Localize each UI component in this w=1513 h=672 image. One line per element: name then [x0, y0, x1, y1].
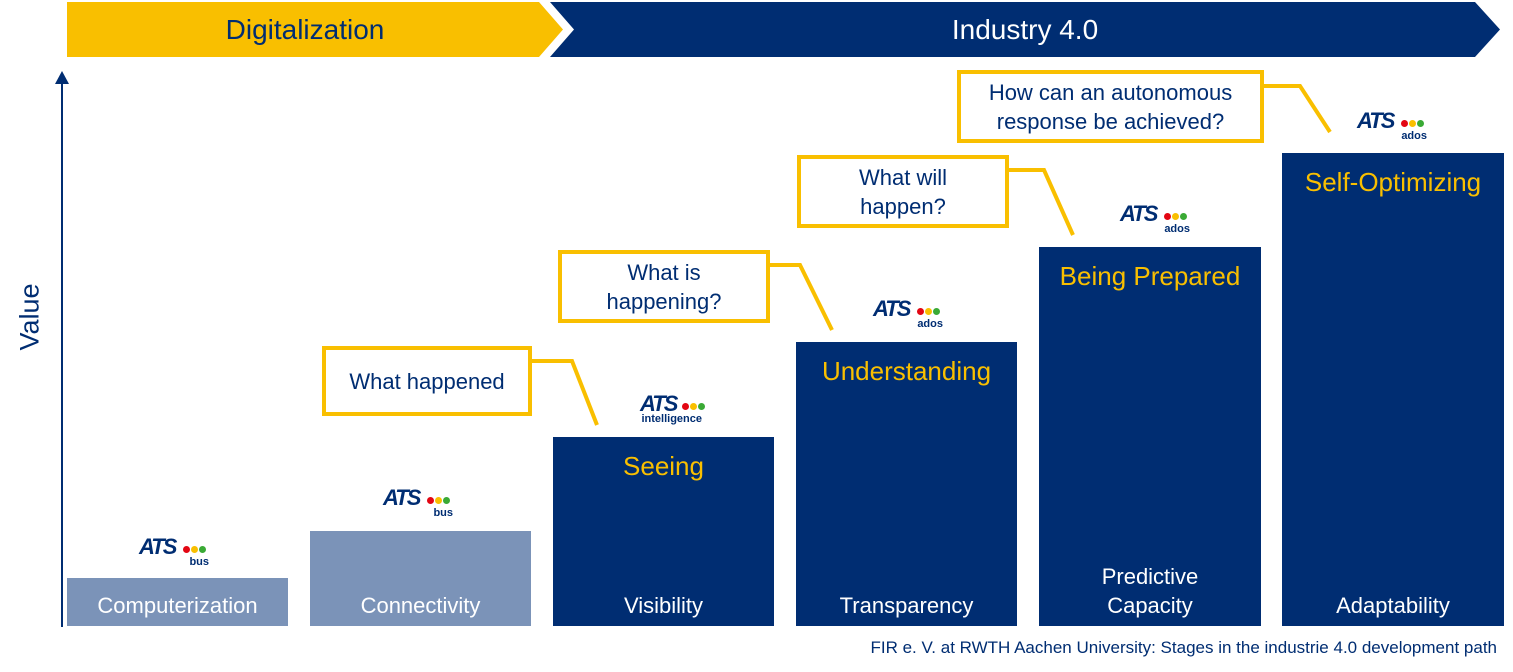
traffic-light-dots-icon	[917, 308, 940, 315]
traffic-light-dots-icon	[1401, 120, 1424, 127]
digitalization-banner: Digitalization	[67, 2, 563, 57]
stage-bar-transparency: Understanding Transparency	[796, 342, 1017, 626]
stage-label-visibility: Visibility	[623, 593, 704, 618]
stage-bar-visibility: Seeing Visibility	[553, 437, 774, 626]
stage-label-predictive-capacity: Predictive Capacity	[1101, 564, 1199, 618]
stage-title-seeing: Seeing	[623, 451, 704, 481]
stage-label-computerization: Computerization	[97, 593, 258, 618]
ats-bus-logo: ATS bus	[139, 536, 209, 572]
logo-subtitle: ados	[1164, 223, 1190, 235]
digitalization-label: Digitalization	[225, 13, 385, 45]
logo-wordmark: ATS	[1120, 201, 1158, 226]
callout-text: What happened	[349, 368, 505, 394]
stage-label-adaptability: Adaptability	[1336, 593, 1450, 618]
leader-line-autonomous	[1263, 84, 1332, 134]
source-caption: FIR e. V. at RWTH Aachen University: Sta…	[870, 638, 1498, 657]
stage-title-understanding: Understanding	[821, 356, 992, 386]
leader-line-what-is-happening	[768, 263, 834, 331]
logo-wordmark: ATS	[139, 534, 177, 559]
ats-intelligence-logo: ATS intelligence	[628, 391, 705, 429]
ats-ados-logo: ATS ados	[873, 298, 943, 334]
traffic-light-dots-icon	[1164, 213, 1187, 220]
logo-subtitle: bus	[433, 507, 453, 519]
callout-what-happened: What happened	[322, 346, 532, 416]
stage-bar-predictive-capacity: Being Prepared Predictive Capacity	[1039, 247, 1261, 626]
y-axis-arrowhead	[55, 71, 69, 84]
stage-title-self-optimizing: Self-Optimizing	[1304, 167, 1482, 197]
callout-autonomous-response: How can an autonomous response be achiev…	[957, 70, 1264, 143]
logo-subtitle: intelligence	[641, 413, 702, 425]
logo-wordmark: ATS	[873, 296, 911, 321]
callout-what-will-happen: What will happen?	[797, 155, 1009, 228]
stage-bar-connectivity: Connectivity	[310, 531, 531, 626]
logo-subtitle: ados	[1401, 130, 1427, 142]
traffic-light-dots-icon	[183, 546, 206, 553]
leader-line-what-happened	[532, 359, 599, 426]
logo-wordmark: ATS	[1357, 108, 1395, 133]
ats-bus-logo: ATS bus	[383, 487, 453, 523]
stage-title-being-prepared: Being Prepared	[1059, 261, 1241, 291]
callout-text: What is happening?	[606, 259, 722, 314]
y-axis-line	[61, 82, 63, 627]
logo-subtitle: ados	[917, 318, 943, 330]
ats-ados-logo: ATS ados	[1120, 203, 1190, 239]
traffic-light-dots-icon	[682, 403, 705, 410]
logo-wordmark: ATS	[640, 391, 678, 416]
callout-what-is-happening: What is happening?	[558, 250, 770, 323]
industry-label: Industry 4.0	[951, 13, 1099, 45]
logo-subtitle: bus	[189, 556, 209, 568]
callout-text: What will happen?	[858, 164, 947, 219]
stage-bar-adaptability: Self-Optimizing Adaptability	[1282, 153, 1504, 626]
stage-label-transparency: Transparency	[839, 593, 974, 618]
ats-ados-logo: ATS ados	[1357, 110, 1427, 146]
industry-banner: Industry 4.0	[550, 2, 1500, 57]
stage-bar-computerization: Computerization	[67, 578, 288, 626]
leader-line-what-will-happen	[1007, 168, 1075, 236]
logo-wordmark: ATS	[383, 485, 421, 510]
callout-text: How can an autonomous response be achiev…	[988, 79, 1233, 134]
traffic-light-dots-icon	[427, 497, 450, 504]
stage-label-connectivity: Connectivity	[360, 593, 481, 618]
